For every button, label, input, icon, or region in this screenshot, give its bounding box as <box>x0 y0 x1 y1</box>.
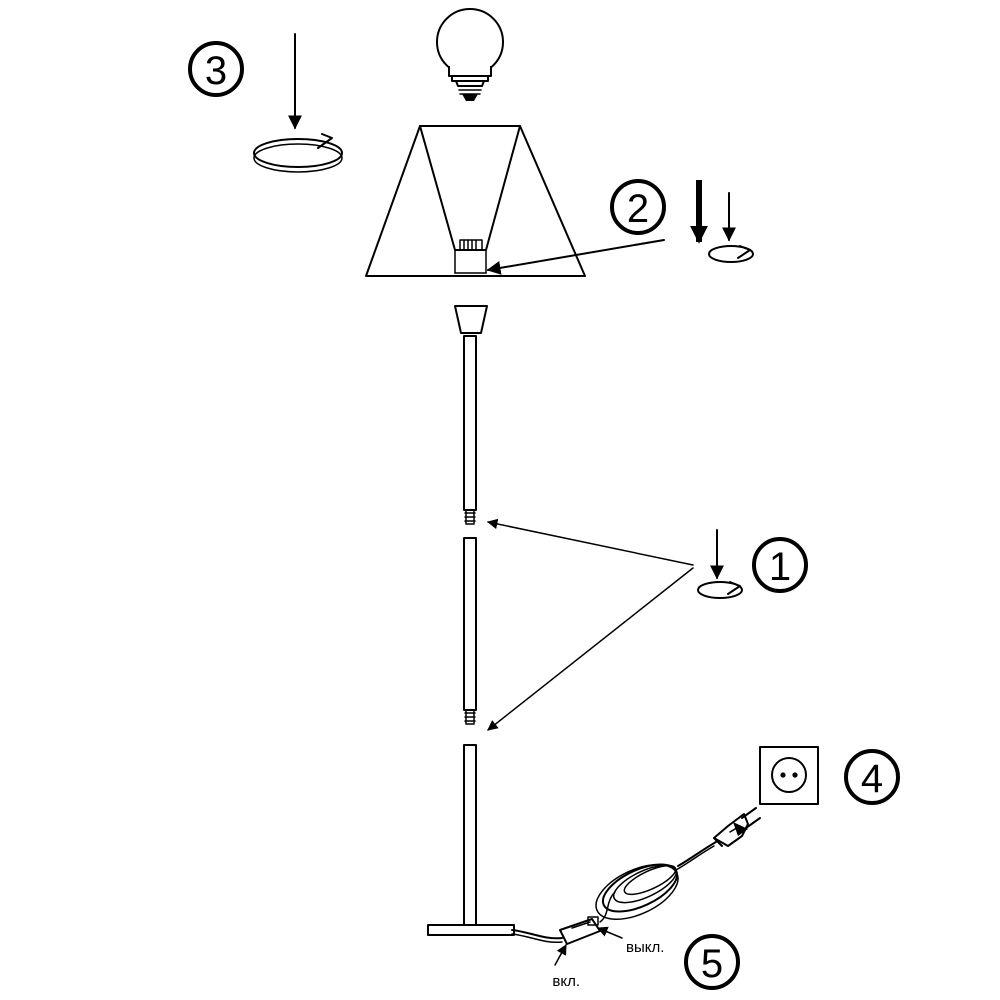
switch-leader-lines <box>554 926 623 966</box>
step-2-instruction-icons <box>690 180 754 263</box>
pole-segment-top <box>463 335 477 525</box>
step-4-marker: 4 <box>844 749 900 805</box>
lampshade-icon <box>365 125 586 277</box>
lamp-holder-cap <box>454 305 488 334</box>
rotate-arrow-icon <box>253 133 343 173</box>
rotate-arrow-icon <box>708 245 754 263</box>
rotate-arrow-icon <box>697 581 743 599</box>
step-2-marker: 2 <box>610 179 666 235</box>
step-2-number: 2 <box>627 187 649 231</box>
plug-icon <box>713 807 761 847</box>
coiled-cord <box>595 841 717 923</box>
step-2-leader-line <box>486 239 665 275</box>
power-cable <box>511 929 563 944</box>
pole-segment-bottom <box>463 744 477 926</box>
step-5-number: 5 <box>701 942 723 986</box>
step-3-instruction-icons <box>253 33 343 173</box>
step-1-number: 1 <box>769 545 791 589</box>
socket-icon <box>759 746 819 805</box>
step-5-marker: 5 <box>684 934 740 990</box>
step-3-number: 3 <box>205 49 227 93</box>
pole-segment-middle <box>463 537 477 725</box>
lamp-base <box>427 924 515 936</box>
switch-off-label: выкл. <box>626 939 664 956</box>
step-3-marker: 3 <box>188 41 244 97</box>
step-1-leader-lines <box>486 518 694 731</box>
step-1-marker: 1 <box>752 537 808 593</box>
cord-switch <box>559 916 601 945</box>
bulb-icon <box>436 8 504 101</box>
step-4-number: 4 <box>861 757 883 801</box>
switch-on-label: вкл. <box>552 973 580 990</box>
step-1-instruction-icons <box>697 529 743 599</box>
